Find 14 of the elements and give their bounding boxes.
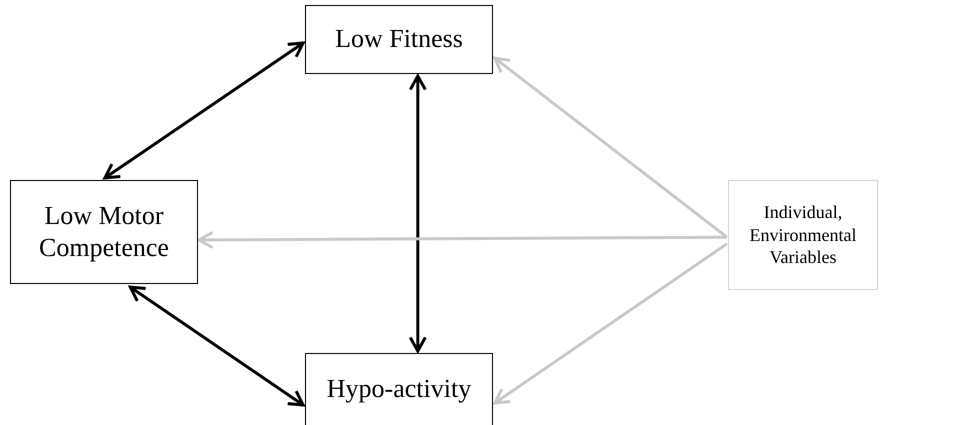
text-box	[10, 180, 198, 284]
text-box	[728, 180, 878, 290]
text-box	[305, 5, 493, 74]
node-label: Low Fitness	[335, 23, 463, 56]
arrow	[197, 230, 727, 249]
arrow	[128, 286, 305, 406]
node-label: Low Motor Competence	[38, 200, 170, 264]
arrow	[103, 41, 305, 180]
arrow	[493, 56, 728, 238]
arrow	[408, 74, 427, 352]
node-label: Hypo-activity	[326, 373, 472, 406]
text-box	[305, 353, 493, 425]
node-label: Individual, Environmental Variables	[748, 201, 858, 269]
arrow	[493, 242, 728, 404]
